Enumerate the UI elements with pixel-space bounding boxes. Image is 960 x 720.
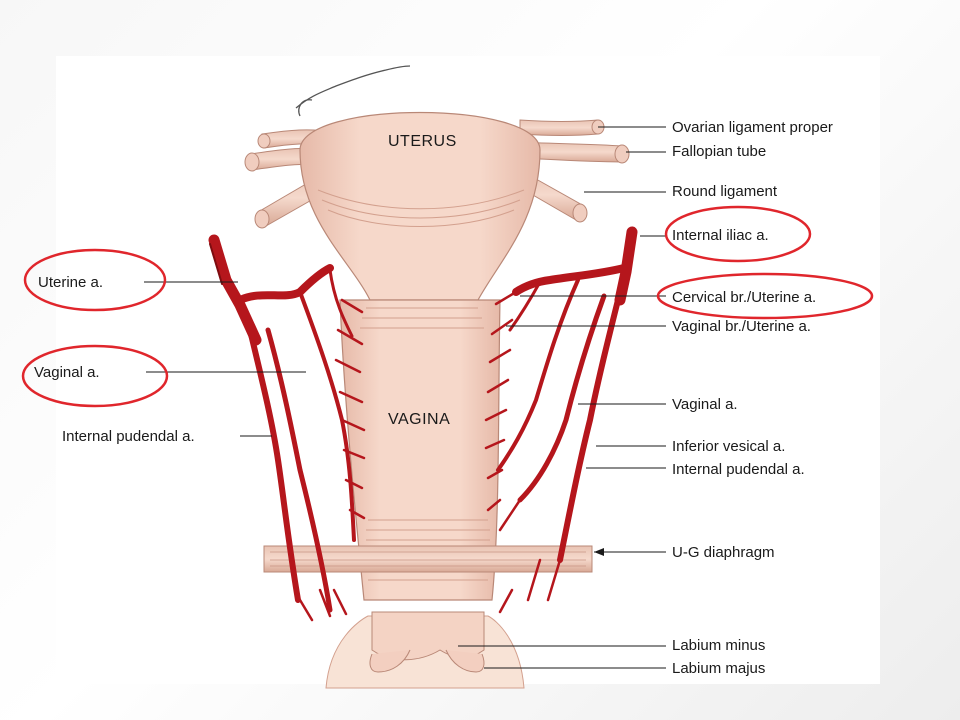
ovarian-ligament-right [519, 119, 605, 136]
highlight-internal-iliac-a [664, 205, 812, 263]
label-round-ligament: Round ligament [672, 183, 778, 200]
highlight-cervical-br-uterine-a [656, 272, 874, 320]
label-vaginal-a-right: Vaginal a. [672, 396, 738, 413]
label-labium-minus: Labium minus [672, 637, 765, 654]
uterus-shape [299, 112, 541, 301]
label-internal-iliac-a: Internal iliac a. [672, 227, 769, 244]
label-uterine-a: Uterine a. [38, 274, 103, 291]
highlight-ellipses [21, 205, 874, 408]
label-internal-pudendal-a-left: Internal pudendal a. [62, 428, 195, 445]
callouts-right: Ovarian ligament proper Fallopian tube R… [458, 119, 833, 677]
callouts-left: Uterine a. Vaginal a. Internal pudendal … [34, 274, 306, 445]
label-vaginal-a-left: Vaginal a. [34, 364, 100, 381]
label-cervical-br-uterine-a: Cervical br./Uterine a. [672, 289, 816, 306]
uterus-label: UTERUS [388, 133, 457, 150]
vagina-label: VAGINA [388, 411, 450, 428]
ug-diaphragm-band [263, 545, 593, 573]
label-ug-diaphragm: U-G diaphragm [672, 544, 775, 561]
label-internal-pudendal-a-right: Internal pudendal a. [672, 461, 805, 478]
highlight-uterine-a [23, 248, 167, 312]
arteries-left [208, 234, 366, 622]
label-labium-majus: Labium majus [672, 660, 765, 677]
artist-signature [295, 65, 411, 117]
fallopian-tube-right [519, 141, 630, 164]
label-fallopian-tube: Fallopian tube [672, 143, 766, 160]
arteries-right [484, 226, 638, 614]
label-vaginal-br-uterine-a: Vaginal br./Uterine a. [672, 318, 811, 335]
highlight-vaginal-a [21, 344, 169, 408]
label-ovarian-ligament-proper: Ovarian ligament proper [672, 119, 833, 136]
label-inferior-vesical-a: Inferior vesical a. [672, 438, 785, 455]
